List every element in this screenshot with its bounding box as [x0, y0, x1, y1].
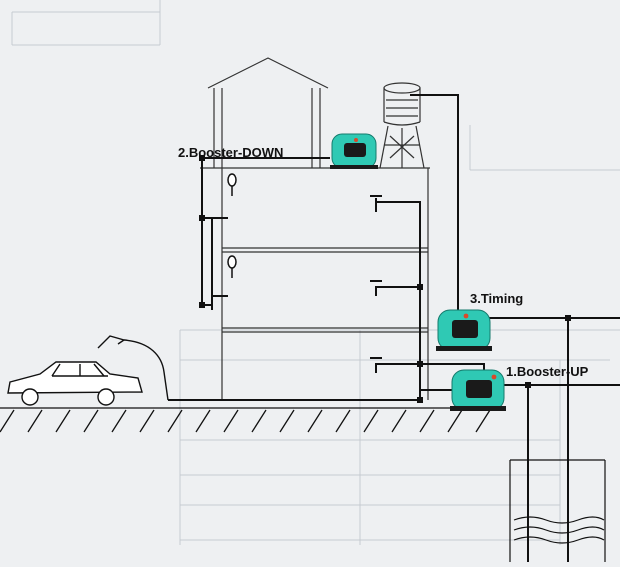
tap-icon [370, 195, 382, 373]
car-icon [7, 361, 143, 406]
pump-booster-down-icon [330, 133, 378, 169]
label-booster-up: 1.Booster-UP [506, 364, 589, 379]
shower-icon [227, 173, 237, 278]
background-document [11, 0, 620, 545]
pipes [168, 94, 620, 562]
water-tower [379, 82, 425, 169]
pump-booster-up-icon [450, 369, 506, 411]
ground [0, 407, 491, 433]
hose-icon [97, 335, 169, 401]
pump-timing-icon [436, 309, 492, 351]
well [509, 459, 606, 562]
pipe-joints [199, 155, 571, 403]
building [200, 57, 430, 400]
label-timing: 3.Timing [470, 291, 524, 306]
label-booster-down: 2.Booster-DOWN [178, 145, 284, 160]
